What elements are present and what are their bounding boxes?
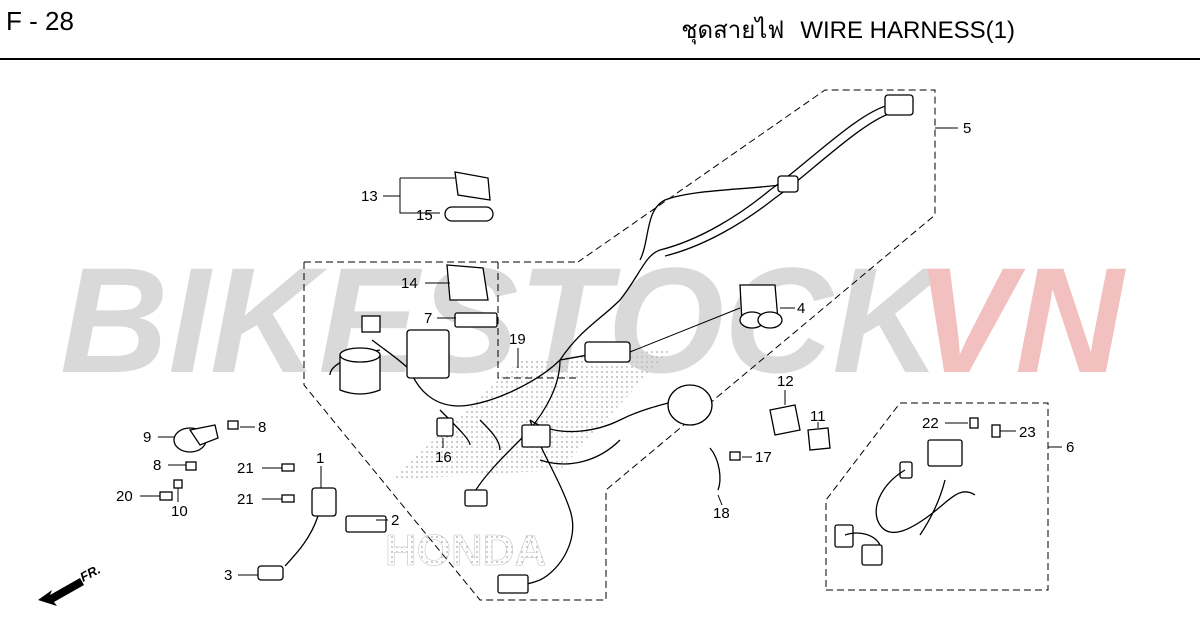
page-header: F - 28 ชุดสายไฟ WIRE HARNESS(1) bbox=[0, 0, 1200, 60]
callout-11: 11 bbox=[810, 408, 826, 425]
callout-17: 17 bbox=[755, 449, 772, 466]
front-arrow-icon bbox=[38, 578, 84, 606]
fuse-22 bbox=[969, 417, 979, 429]
callout-15: 15 bbox=[416, 207, 433, 224]
callout-8-upper: 8 bbox=[258, 419, 266, 436]
grommet bbox=[667, 384, 713, 426]
sensor-1 bbox=[311, 487, 337, 517]
screw-17 bbox=[729, 451, 741, 461]
bracket-18 bbox=[709, 447, 721, 491]
callout-7: 7 bbox=[424, 310, 432, 327]
connector-6c bbox=[899, 461, 913, 479]
callout-14: 14 bbox=[401, 275, 418, 292]
wire-harness-group-outline bbox=[303, 89, 936, 601]
connector-6a bbox=[834, 524, 854, 548]
harness-clip bbox=[777, 175, 799, 193]
watermark-text-red: VN bbox=[915, 236, 1126, 404]
callout-3: 3 bbox=[224, 567, 232, 584]
part-7 bbox=[454, 312, 498, 328]
small-connector bbox=[361, 315, 381, 333]
washer-10 bbox=[173, 479, 183, 489]
honda-wing-shape bbox=[390, 350, 670, 480]
page-title: ชุดสายไฟ WIRE HARNESS(1) bbox=[681, 10, 1015, 49]
callout-5: 5 bbox=[963, 120, 971, 137]
callout-23: 23 bbox=[1019, 424, 1036, 441]
callout-4: 4 bbox=[797, 300, 805, 317]
connector-center bbox=[521, 424, 551, 448]
callout-19: 19 bbox=[509, 331, 526, 348]
fuse-box bbox=[406, 329, 450, 379]
callout-20: 20 bbox=[116, 488, 133, 505]
connector-lower-left bbox=[464, 489, 488, 507]
callout-22: 22 bbox=[922, 415, 939, 432]
fuse-23 bbox=[991, 424, 1001, 438]
front-direction-indicator: FR. bbox=[38, 562, 103, 606]
connector-19 bbox=[584, 341, 631, 363]
title-thai: ชุดสายไฟ bbox=[681, 17, 785, 44]
connector-3 bbox=[257, 565, 284, 581]
connector-bottom bbox=[497, 574, 529, 594]
callout-18: 18 bbox=[713, 505, 730, 522]
callout-8-lower: 8 bbox=[153, 457, 161, 474]
callout-12: 12 bbox=[777, 373, 794, 390]
relay-cylinder bbox=[339, 354, 381, 395]
leader-lines bbox=[140, 127, 1062, 576]
callout-10: 10 bbox=[171, 503, 188, 520]
callout-numbers: 5 13 15 14 7 19 4 12 11 17 18 16 22 23 6… bbox=[116, 120, 1074, 584]
part-13 bbox=[454, 171, 491, 201]
clip-16 bbox=[436, 417, 454, 437]
callout-16: 16 bbox=[435, 449, 452, 466]
sub-harness-6 bbox=[844, 469, 976, 546]
bolt-8-upper bbox=[227, 420, 239, 430]
bolt-20 bbox=[159, 491, 173, 501]
bolt-21-lower bbox=[281, 494, 295, 503]
callout-21-upper: 21 bbox=[237, 460, 254, 477]
callout-2: 2 bbox=[391, 512, 399, 529]
title-english: WIRE HARNESS(1) bbox=[800, 17, 1015, 44]
honda-logo: HONDA bbox=[385, 350, 670, 575]
part-14 bbox=[446, 264, 489, 301]
bolt-21-upper bbox=[281, 463, 295, 472]
relay-12 bbox=[769, 404, 801, 436]
callout-9: 9 bbox=[143, 429, 151, 446]
callout-13: 13 bbox=[361, 188, 378, 205]
fuse-box-6 bbox=[927, 439, 963, 467]
callout-6: 6 bbox=[1066, 439, 1074, 456]
connector-6b bbox=[861, 544, 883, 566]
connector-top-right bbox=[884, 94, 914, 116]
bracket-2 bbox=[345, 515, 387, 533]
honda-logo-text: HONDA bbox=[385, 526, 546, 575]
callout-21-lower: 21 bbox=[237, 491, 254, 508]
bolt-8-lower bbox=[185, 461, 197, 471]
page-number: F - 28 bbox=[6, 6, 74, 36]
gasket-15 bbox=[444, 206, 494, 222]
group-boxes bbox=[303, 89, 1049, 601]
callout-1: 1 bbox=[316, 450, 324, 467]
relay-11 bbox=[807, 427, 831, 451]
cover-4 bbox=[739, 284, 783, 329]
sub-harness-group-outline bbox=[825, 402, 1049, 591]
